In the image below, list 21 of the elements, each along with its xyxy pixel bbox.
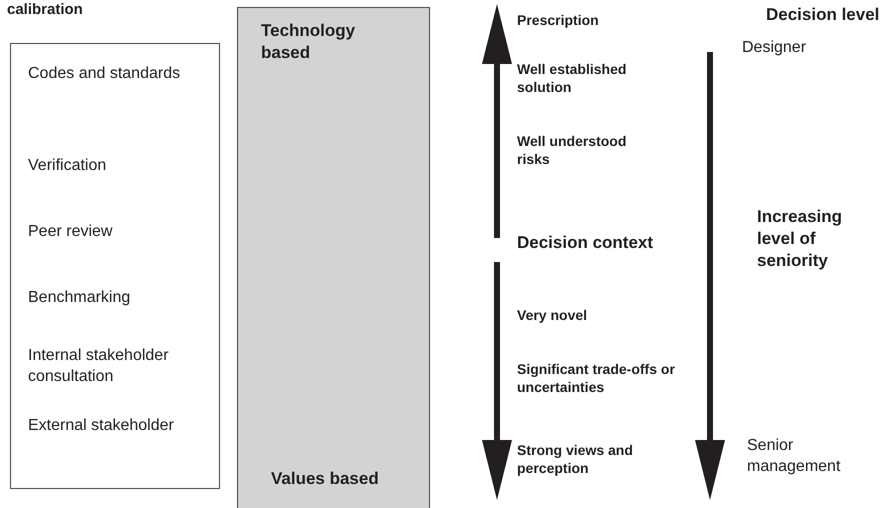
scale-label: Well understood risks [517,132,628,168]
scale-label: Very novel [517,306,588,324]
panel-label: Values based [271,468,380,490]
list-item: Internal stakeholder consultation [28,346,170,387]
list-item: Peer review [28,222,114,242]
list-item: External stakeholder [28,416,175,436]
scale-label: Prescription [517,11,600,30]
scale-label: Significant trade-offs or uncertainties [517,360,676,396]
heading-text: calibration [7,0,84,20]
level-label: Senior management [747,436,842,477]
scale-label: Well established solution [517,60,628,96]
level-label: Designer [742,38,808,58]
panel-label: Technology based [261,20,356,64]
axis-title: Decision level [766,4,880,26]
scale-label: Strong views and perception [517,441,634,478]
spectrum-panel [237,7,430,508]
axis-title: Decision context [517,232,654,254]
list-item: Verification [28,156,108,176]
list-item: Benchmarking [28,288,132,308]
axis-title: Increasing level of seniority [757,206,844,272]
list-item: Codes and standards [28,64,182,84]
